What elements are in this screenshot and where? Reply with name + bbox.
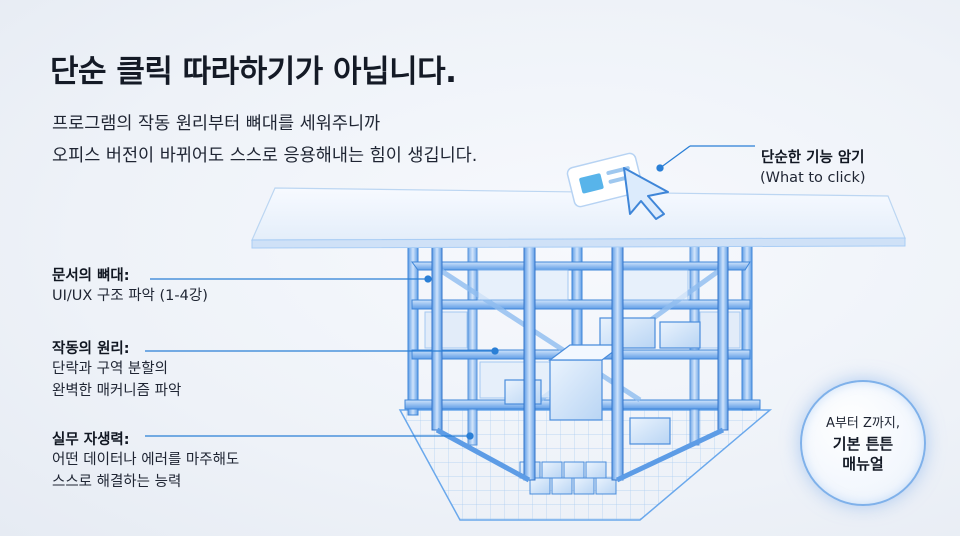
page-title: 단순 클릭 따라하기가 아닙니다. <box>50 54 457 90</box>
annotation-practice-line-1: 어떤 데이터나 에러를 마주해도 <box>52 452 240 468</box>
annotation-practice-line-2: 스스로 해결하는 능력 <box>52 474 182 490</box>
annotation-skeleton-body: UI/UX 구조 파악 (1-4강) <box>52 288 208 304</box>
floor-grid <box>400 410 770 520</box>
annotation-principle-heading: 작동의 원리: <box>52 341 130 357</box>
callout-lines <box>145 145 755 440</box>
annotation-principle: 작동의 원리: 단락과 구역 분할의 완벽한 매커니즘 파악 <box>52 337 181 402</box>
badge-line-1: A부터 Z까지, <box>826 416 900 431</box>
manual-badge: A부터 Z까지, 기본 튼튼 매뉴얼 <box>800 380 926 506</box>
subtitle-line-2: 오피스 버전이 바뀌어도 스스로 응용해내는 힘이 생깁니다. <box>52 146 478 166</box>
page-subtitle: 프로그램의 작동 원리부터 뼈대를 세워주니까 오피스 버전이 바뀌어도 스스로… <box>52 108 477 172</box>
annotation-click-heading: 단순한 기능 암기 <box>761 150 865 166</box>
annotation-click-body: (What to click) <box>760 170 866 186</box>
front-columns <box>431 244 729 483</box>
storage-boxes <box>504 317 701 445</box>
annotation-click: 단순한 기능 암기 (What to click) <box>760 146 866 189</box>
annotation-skeleton: 문서의 뼈대: UI/UX 구조 파악 (1-4강) <box>52 264 208 307</box>
annotation-practice-heading: 실무 자생력: <box>52 432 130 448</box>
badge-line-2: 기본 튼튼 <box>832 435 894 453</box>
annotation-principle-line-2: 완벽한 매커니즘 파악 <box>52 383 182 399</box>
roof-panel <box>251 187 906 249</box>
subtitle-line-1: 프로그램의 작동 원리부터 뼈대를 세워주니까 <box>52 114 381 134</box>
annotation-practice: 실무 자생력: 어떤 데이터나 에러를 마주해도 스스로 해결하는 능력 <box>52 428 239 493</box>
annotation-principle-line-1: 단락과 구역 분할의 <box>52 361 168 377</box>
badge-line-3: 매뉴얼 <box>842 455 884 473</box>
mouse-pointer-icon <box>623 167 669 220</box>
cube-stack <box>519 461 617 495</box>
annotation-skeleton-heading: 문서의 뼈대: <box>52 268 130 284</box>
